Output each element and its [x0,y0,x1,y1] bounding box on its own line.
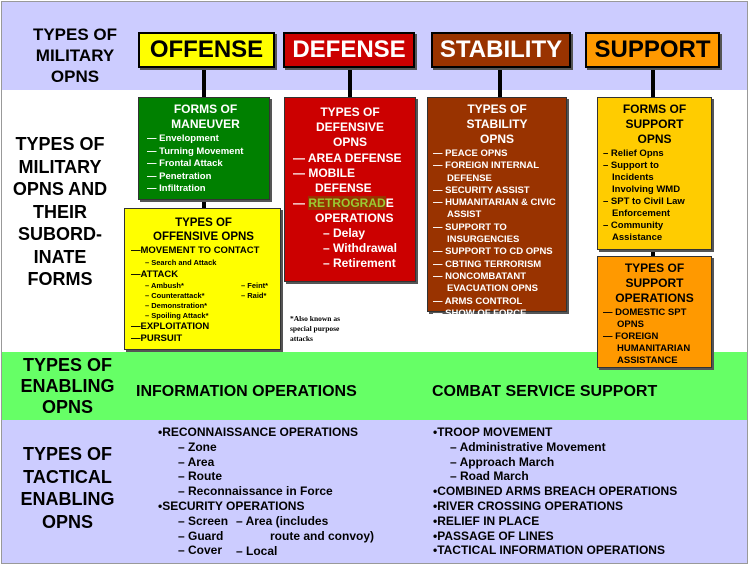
stability-item: — CBTING TERRORISM [433,258,542,270]
attack-subitem: – Raid* [241,291,267,300]
tactical-left-list: •RECONNAISSANCE OPERATIONS – Zone – Area… [158,425,358,558]
defensive-item-retrograde: — RETROGRADE OPERATIONS [293,196,407,226]
support-form-item: – Support to Incidents Involving WMD [603,160,681,195]
information-operations-label: INFORMATION OPERATIONS [136,383,357,400]
stability-item: — ARMS CONTROL [433,295,523,307]
stability-opns-box: TYPES OF STABILITY OPNS — PEACE OPNS — F… [427,97,567,319]
stability-item: — FOREIGN INTERNAL DEFENSE [433,160,539,184]
defensive-item: — MOBILE DEFENSE [293,166,372,195]
support-types-title: TYPES OF SUPPORT OPERATIONS [615,261,694,305]
attack-subitems: – Ambush* – Counterattack* – Demonstrati… [131,281,276,321]
row-label-tactical: TYPES OF TACTICAL ENABLING OPNS [20,444,115,532]
tactical-item: •TROOP MOVEMENT [433,425,553,439]
header-support: SUPPORT [585,32,720,68]
defensive-opns-box: TYPES OF DEFENSIVE OPNS — AREA DEFENSE —… [284,97,416,282]
stability-item: — SUPPORT TO INSURGENCIES [433,221,520,246]
attack-subitem: – Demonstration* [145,301,208,310]
stability-item: — SHOW OF FORCE [433,307,527,319]
combat-service-support-label: COMBAT SERVICE SUPPORT [432,383,658,400]
offensive-title: TYPES OF OFFENSIVE OPNS [153,217,254,243]
offensive-opns-box: TYPES OF OFFENSIVE OPNS —MOVEMENT TO CON… [124,208,281,350]
header-defense: DEFENSE [283,32,415,68]
tactical-item: •TACTICAL INFORMATION OPERATIONS [433,543,665,558]
forms-of-support-box: FORMS OF SUPPORT OPNS – Relief Opns – Su… [597,97,712,250]
header-offense: OFFENSE [138,32,275,68]
offensive-item: —EXPLOITATION [131,321,210,332]
maneuver-item: — Turning Movement [147,145,244,157]
defensive-subitem: – Delay [323,226,366,240]
header-stability: STABILITY [431,32,571,68]
retrograde-rest: E OPERATIONS [315,196,394,225]
tactical-item: •RIVER CROSSING OPERATIONS [433,498,624,513]
tactical-subitem: – Area [178,454,215,469]
maneuver-item: — Penetration [147,170,212,182]
defensive-item: — AREA DEFENSE [293,151,402,165]
offensive-item: —MOVEMENT TO CONTACT [131,245,260,256]
tactical-subitem: – Approach March [450,454,555,469]
connector-defense [348,68,352,98]
defensive-subitem: – Withdrawal [323,241,397,255]
stability-item: — SUPPORT TO CD OPNS [433,246,553,258]
tactical-subitem: – Screen [178,513,229,528]
tactical-subitem: – Cover [178,543,223,558]
maneuver-title: FORMS OF MANEUVER [171,102,240,131]
tactical-right-list: •TROOP MOVEMENT – Administrative Movemen… [433,425,677,558]
attack-subitem: – Feint* [241,281,269,290]
stability-title: TYPES OF STABILITY OPNS [466,102,528,146]
support-form-item: – Community Assistance [603,220,664,243]
tactical-item: •PASSAGE OF LINES [433,528,554,543]
defensive-title: TYPES OF DEFENSIVE OPNS [315,105,384,149]
row-label-enabling: TYPES OF ENABLING OPNS [20,355,115,417]
tactical-subitem: – Reconnaissance in Force [178,484,333,499]
support-type-item: — FOREIGN HUMANITARIAN ASSISTANCE [603,331,691,366]
support-form-item: – SPT to Civil Law Enforcement [603,196,685,219]
maneuver-item: — Envelopment [147,133,219,144]
tactical-subitem: – Zone [178,439,217,454]
tactical-subitem: – Guard [178,528,224,543]
tactical-item: •COMBINED ARMS BREACH OPERATIONS [433,484,678,499]
connector-stability [498,68,502,98]
offensive-subitem: – Search and Attack [145,258,217,267]
tactical-subitem: – Area (includes [236,514,329,528]
row-label-top: TYPES OF MILITARY OPNS [32,25,118,86]
tactical-item: •RELIEF IN PLACE [433,513,540,528]
tactical-subitem: – Local [236,543,278,558]
tactical-subitem: – Administrative Movement [450,439,606,454]
tactical-subitem: – Route [178,469,223,484]
offensive-item: —PURSUIT [131,333,183,344]
support-forms-title: FORMS OF SUPPORT OPNS [622,102,687,146]
tactical-subitem: route and convoy) [270,528,375,543]
maneuver-item: — Infiltration [147,183,206,194]
band-tactical [2,420,747,563]
dash: — [293,196,309,210]
types-of-support-box: TYPES OF SUPPORT OPERATIONS — DOMESTIC S… [597,256,712,368]
tactical-item: •SECURITY OPERATIONS [158,498,305,513]
forms-of-maneuver-box: FORMS OF MANEUVER — Envelopment — Turnin… [138,97,270,200]
defensive-subitem: – Retirement [323,256,396,270]
stability-item: — SECURITY ASSIST [433,184,530,196]
support-type-item: — DOMESTIC SPT OPNS [603,307,687,330]
footnote: *Also known as special purpose attacks [290,314,341,343]
retrograde-highlight: RETROGRAD [308,196,386,210]
tactical-subitem: – Road March [450,469,529,484]
row-label-middle: TYPES OF MILITARY OPNS AND THEIR SUBORD-… [12,134,108,289]
attack-subitem: – Counterattack* [145,291,205,300]
attack-subitem: – Spoiling Attack* [145,311,209,320]
stability-item: — NONCOMBATANT EVACUATION OPNS [433,270,538,295]
maneuver-item: — Frontal Attack [147,158,223,169]
stability-item: — PEACE OPNS [433,148,508,159]
offensive-item: —ATTACK [131,269,179,280]
attack-subitem: – Ambush* [145,281,184,290]
stability-item: — HUMANITARIAN & CIVIC ASSIST [433,197,556,221]
tactical-left-extra: – Area (includes route and convoy) – Loc… [236,514,374,558]
tactical-item: •RECONNAISSANCE OPERATIONS [158,425,358,439]
support-form-item: – Relief Opns [603,148,664,159]
